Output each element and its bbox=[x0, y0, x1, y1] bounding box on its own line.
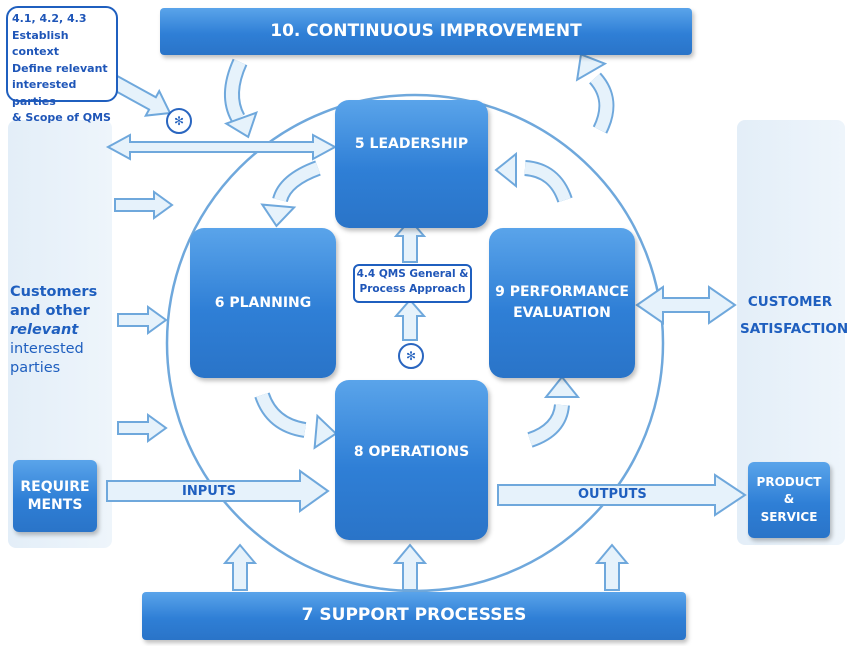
satisfaction-line1: CUSTOMER bbox=[747, 294, 833, 310]
satisfaction-line2: SATISFACTION bbox=[740, 321, 849, 337]
input-arrow bbox=[117, 413, 168, 443]
context-line: interested parties bbox=[12, 78, 77, 108]
requirements-line1: REQUIRE bbox=[20, 478, 90, 495]
general-up-arrow bbox=[393, 218, 427, 263]
planning-to-operations-curve bbox=[256, 392, 307, 436]
improvement-down-curve bbox=[226, 59, 246, 121]
support-processes-bar: 7 SUPPORT PROCESSES bbox=[142, 592, 686, 640]
input-arrow bbox=[117, 305, 168, 335]
support-up-arrow bbox=[594, 543, 630, 591]
requirements-line2: MENTS bbox=[27, 497, 83, 513]
improvement-up-curve bbox=[590, 73, 613, 133]
customer-satisfaction-text: CUSTOMER SATISFACTION bbox=[740, 289, 849, 343]
customers-line: interested bbox=[10, 341, 84, 357]
asterisk-icon: ✻ bbox=[166, 108, 192, 134]
context-line: 4.1, 4.2, 4.3 bbox=[12, 12, 87, 25]
customers-line: and other bbox=[10, 303, 90, 319]
leadership-to-planning-curve-head bbox=[260, 203, 297, 228]
operations-to-performance-curve-head bbox=[543, 375, 581, 398]
leadership-to-planning-curve bbox=[274, 162, 321, 202]
requirements-box: REQUIRE MENTS bbox=[13, 460, 97, 532]
general-line1: 4.4 QMS General & bbox=[356, 268, 469, 280]
performance-evaluation-box: 9 PERFORMANCE EVALUATION bbox=[489, 228, 635, 378]
leadership-box: 5 LEADERSHIP bbox=[335, 100, 488, 228]
product-line1: PRODUCT bbox=[756, 474, 822, 489]
context-line: Establish context bbox=[12, 28, 69, 59]
continuous-improvement-bar: 10. CONTINUOUS IMPROVEMENT bbox=[160, 8, 692, 55]
leadership-label: 5 LEADERSHIP bbox=[354, 136, 469, 152]
product-line3: SERVICE bbox=[760, 509, 818, 524]
planning-to-operations-curve-head bbox=[313, 413, 338, 450]
outputs-arrow bbox=[497, 473, 747, 517]
support-up-arrow bbox=[222, 543, 258, 591]
operations-to-performance-curve bbox=[527, 404, 568, 446]
improvement-up-curve-head bbox=[575, 53, 608, 82]
context-note: 4.1, 4.2, 4.3 Establish context Define r… bbox=[6, 6, 118, 124]
context-diagonal-arrow bbox=[105, 72, 172, 117]
context-line: & Scope of QMS bbox=[12, 111, 111, 124]
input-arrow bbox=[114, 190, 174, 220]
general-up-arrow bbox=[393, 298, 427, 341]
customers-text: Customers and other relevant interested … bbox=[10, 283, 97, 378]
outputs-label: OUTPUTS bbox=[578, 487, 647, 502]
qms-general-note: 4.4 QMS General & Process Approach bbox=[353, 264, 472, 303]
customers-line: parties bbox=[10, 360, 61, 376]
general-line2: Process Approach bbox=[359, 283, 466, 296]
performance-line2: EVALUATION bbox=[513, 305, 611, 321]
inputs-label: INPUTS bbox=[182, 484, 237, 499]
satisfaction-double-arrow bbox=[635, 285, 737, 325]
operations-label: 8 OPERATIONS bbox=[353, 444, 470, 460]
customers-line: Customers bbox=[10, 284, 98, 300]
performance-to-leadership-curve-head bbox=[494, 151, 517, 189]
support-up-arrow bbox=[392, 543, 428, 591]
performance-line1: 9 PERFORMANCE bbox=[495, 284, 629, 300]
performance-to-leadership-curve bbox=[524, 162, 571, 203]
inputs-arrow bbox=[106, 469, 330, 513]
context-double-arrow bbox=[105, 133, 338, 161]
asterisk-icon: ✻ bbox=[398, 343, 424, 369]
improvement-down-curve-head bbox=[223, 110, 258, 139]
operations-box: 8 OPERATIONS bbox=[335, 380, 488, 540]
product-service-box: PRODUCT & SERVICE bbox=[748, 462, 830, 538]
customers-line-relevant: relevant bbox=[10, 322, 79, 338]
planning-box: 6 PLANNING bbox=[190, 228, 336, 378]
context-line: Define relevant bbox=[12, 61, 108, 75]
product-line2: & bbox=[783, 492, 795, 507]
